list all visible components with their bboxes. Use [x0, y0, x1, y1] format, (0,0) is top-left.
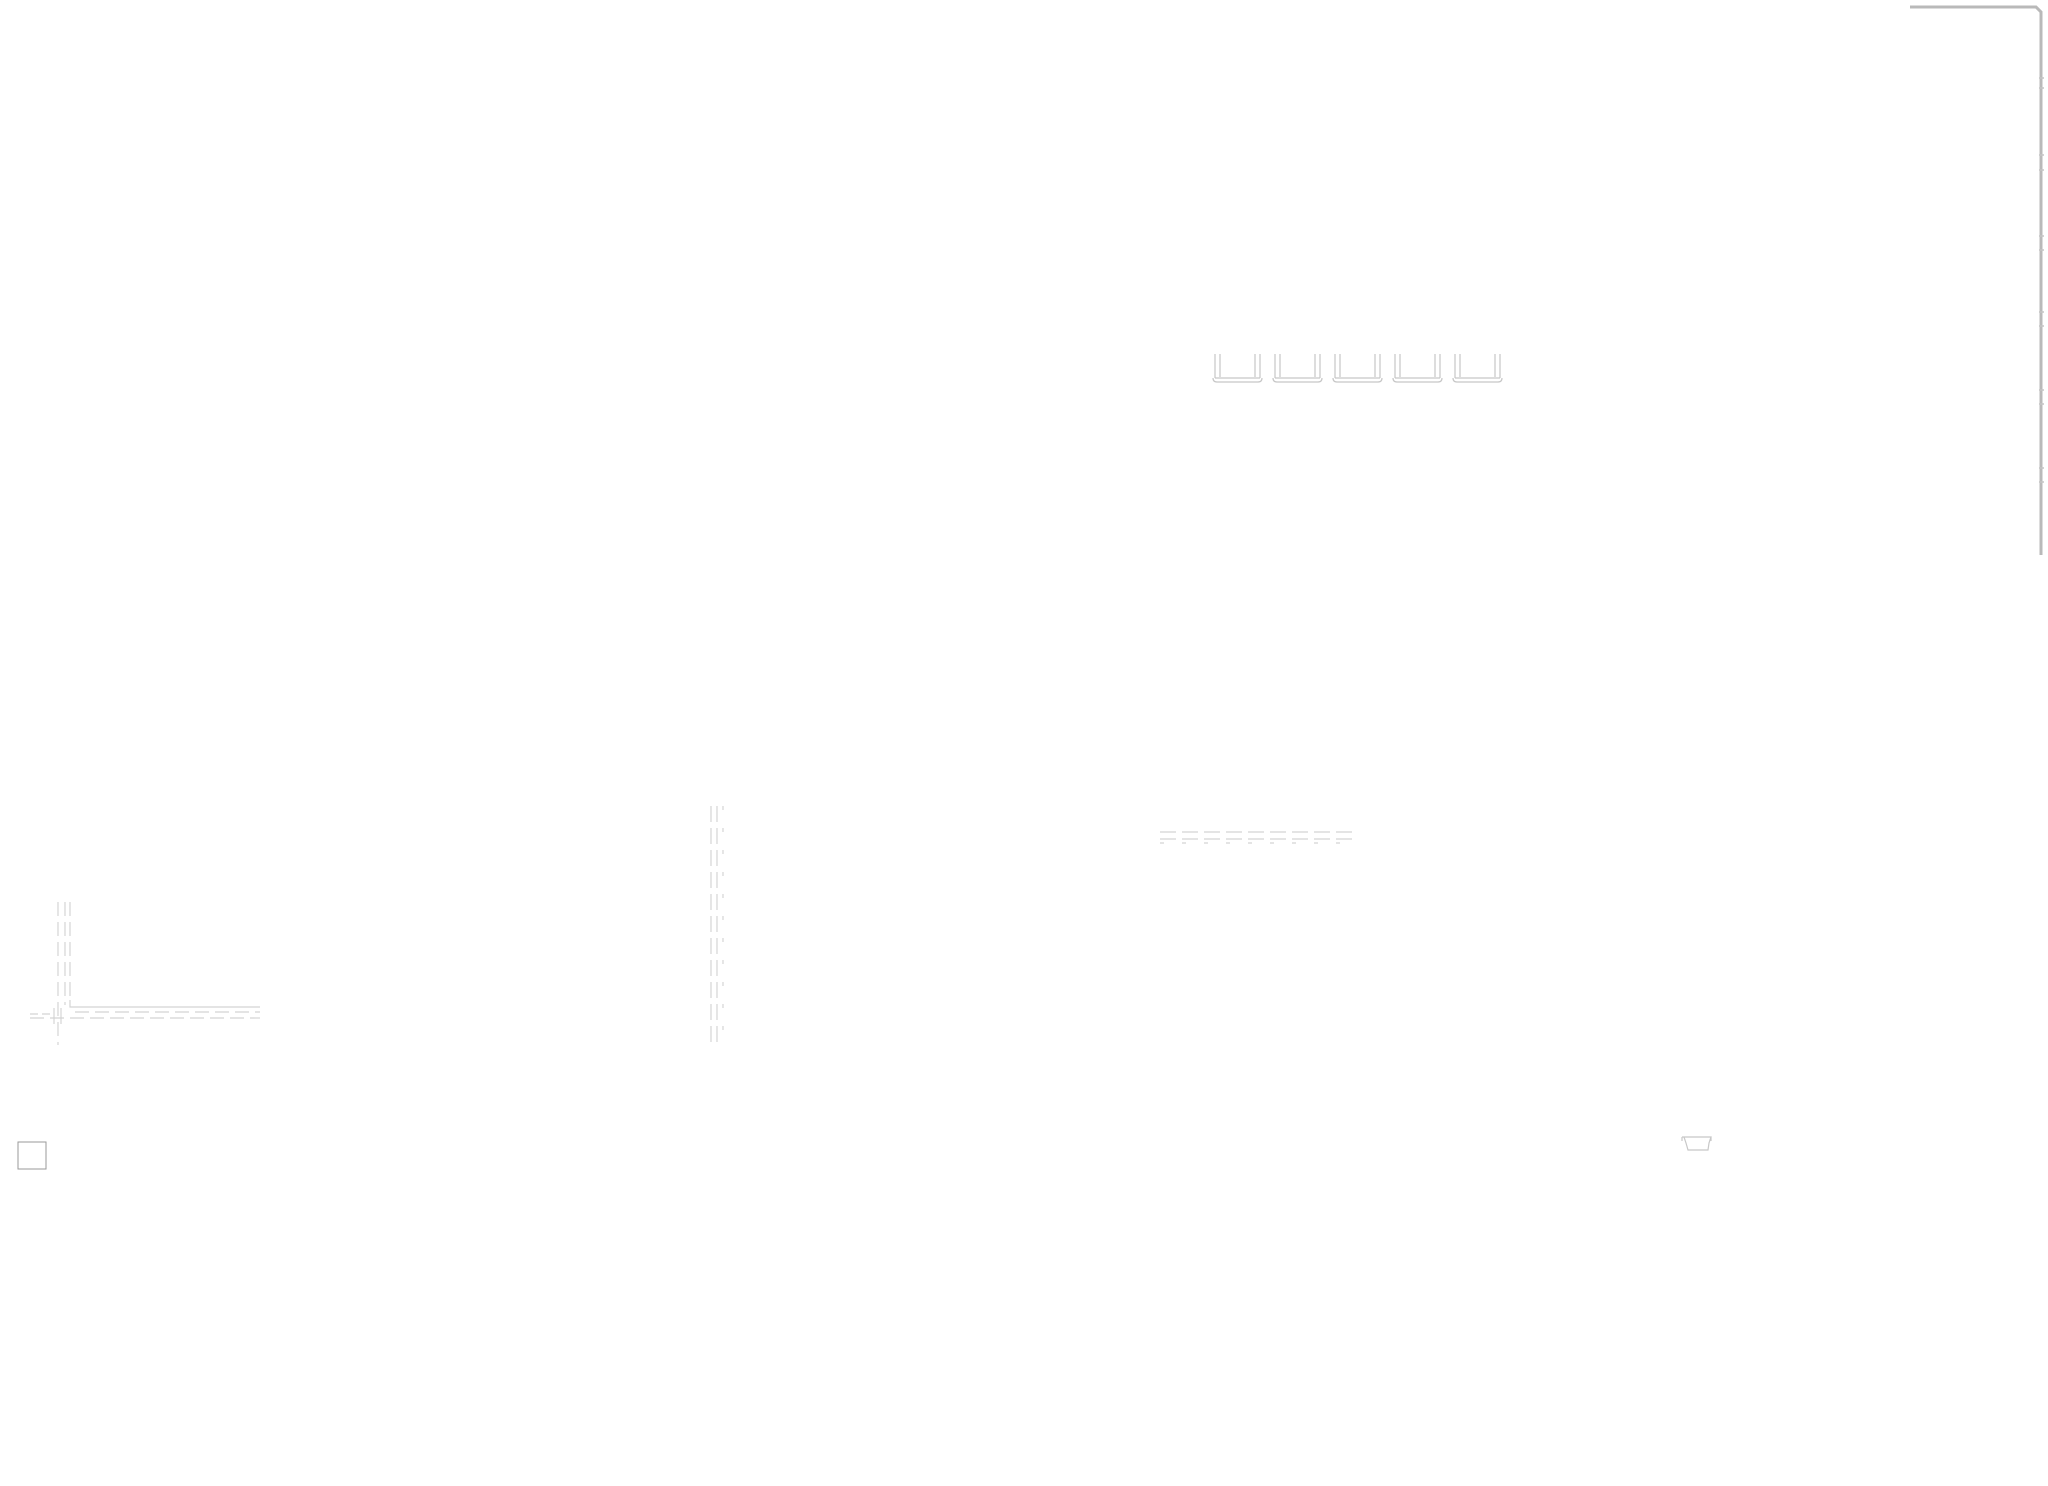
seat [1392, 354, 1443, 383]
corner-frame [1910, 5, 2043, 555]
dashed-horizontal-segment [1160, 831, 1358, 844]
seat [1332, 354, 1383, 383]
seat-row [1212, 354, 1503, 383]
small-basin-fixture [1681, 1136, 1712, 1151]
seat [1212, 354, 1263, 383]
seat [1272, 354, 1323, 383]
seat-base [1452, 377, 1503, 383]
dashed-vertical-track [710, 806, 724, 1045]
seat [1452, 354, 1503, 383]
dashed-corner-junction [30, 902, 260, 1045]
square-box [17, 1141, 47, 1170]
frame-tick-marks [2039, 77, 2044, 483]
seat-base [1332, 377, 1383, 383]
junction-elbow [69, 1000, 260, 1008]
seat-base [1392, 377, 1443, 383]
seat-base [1272, 377, 1323, 383]
seat-base [1212, 377, 1263, 383]
